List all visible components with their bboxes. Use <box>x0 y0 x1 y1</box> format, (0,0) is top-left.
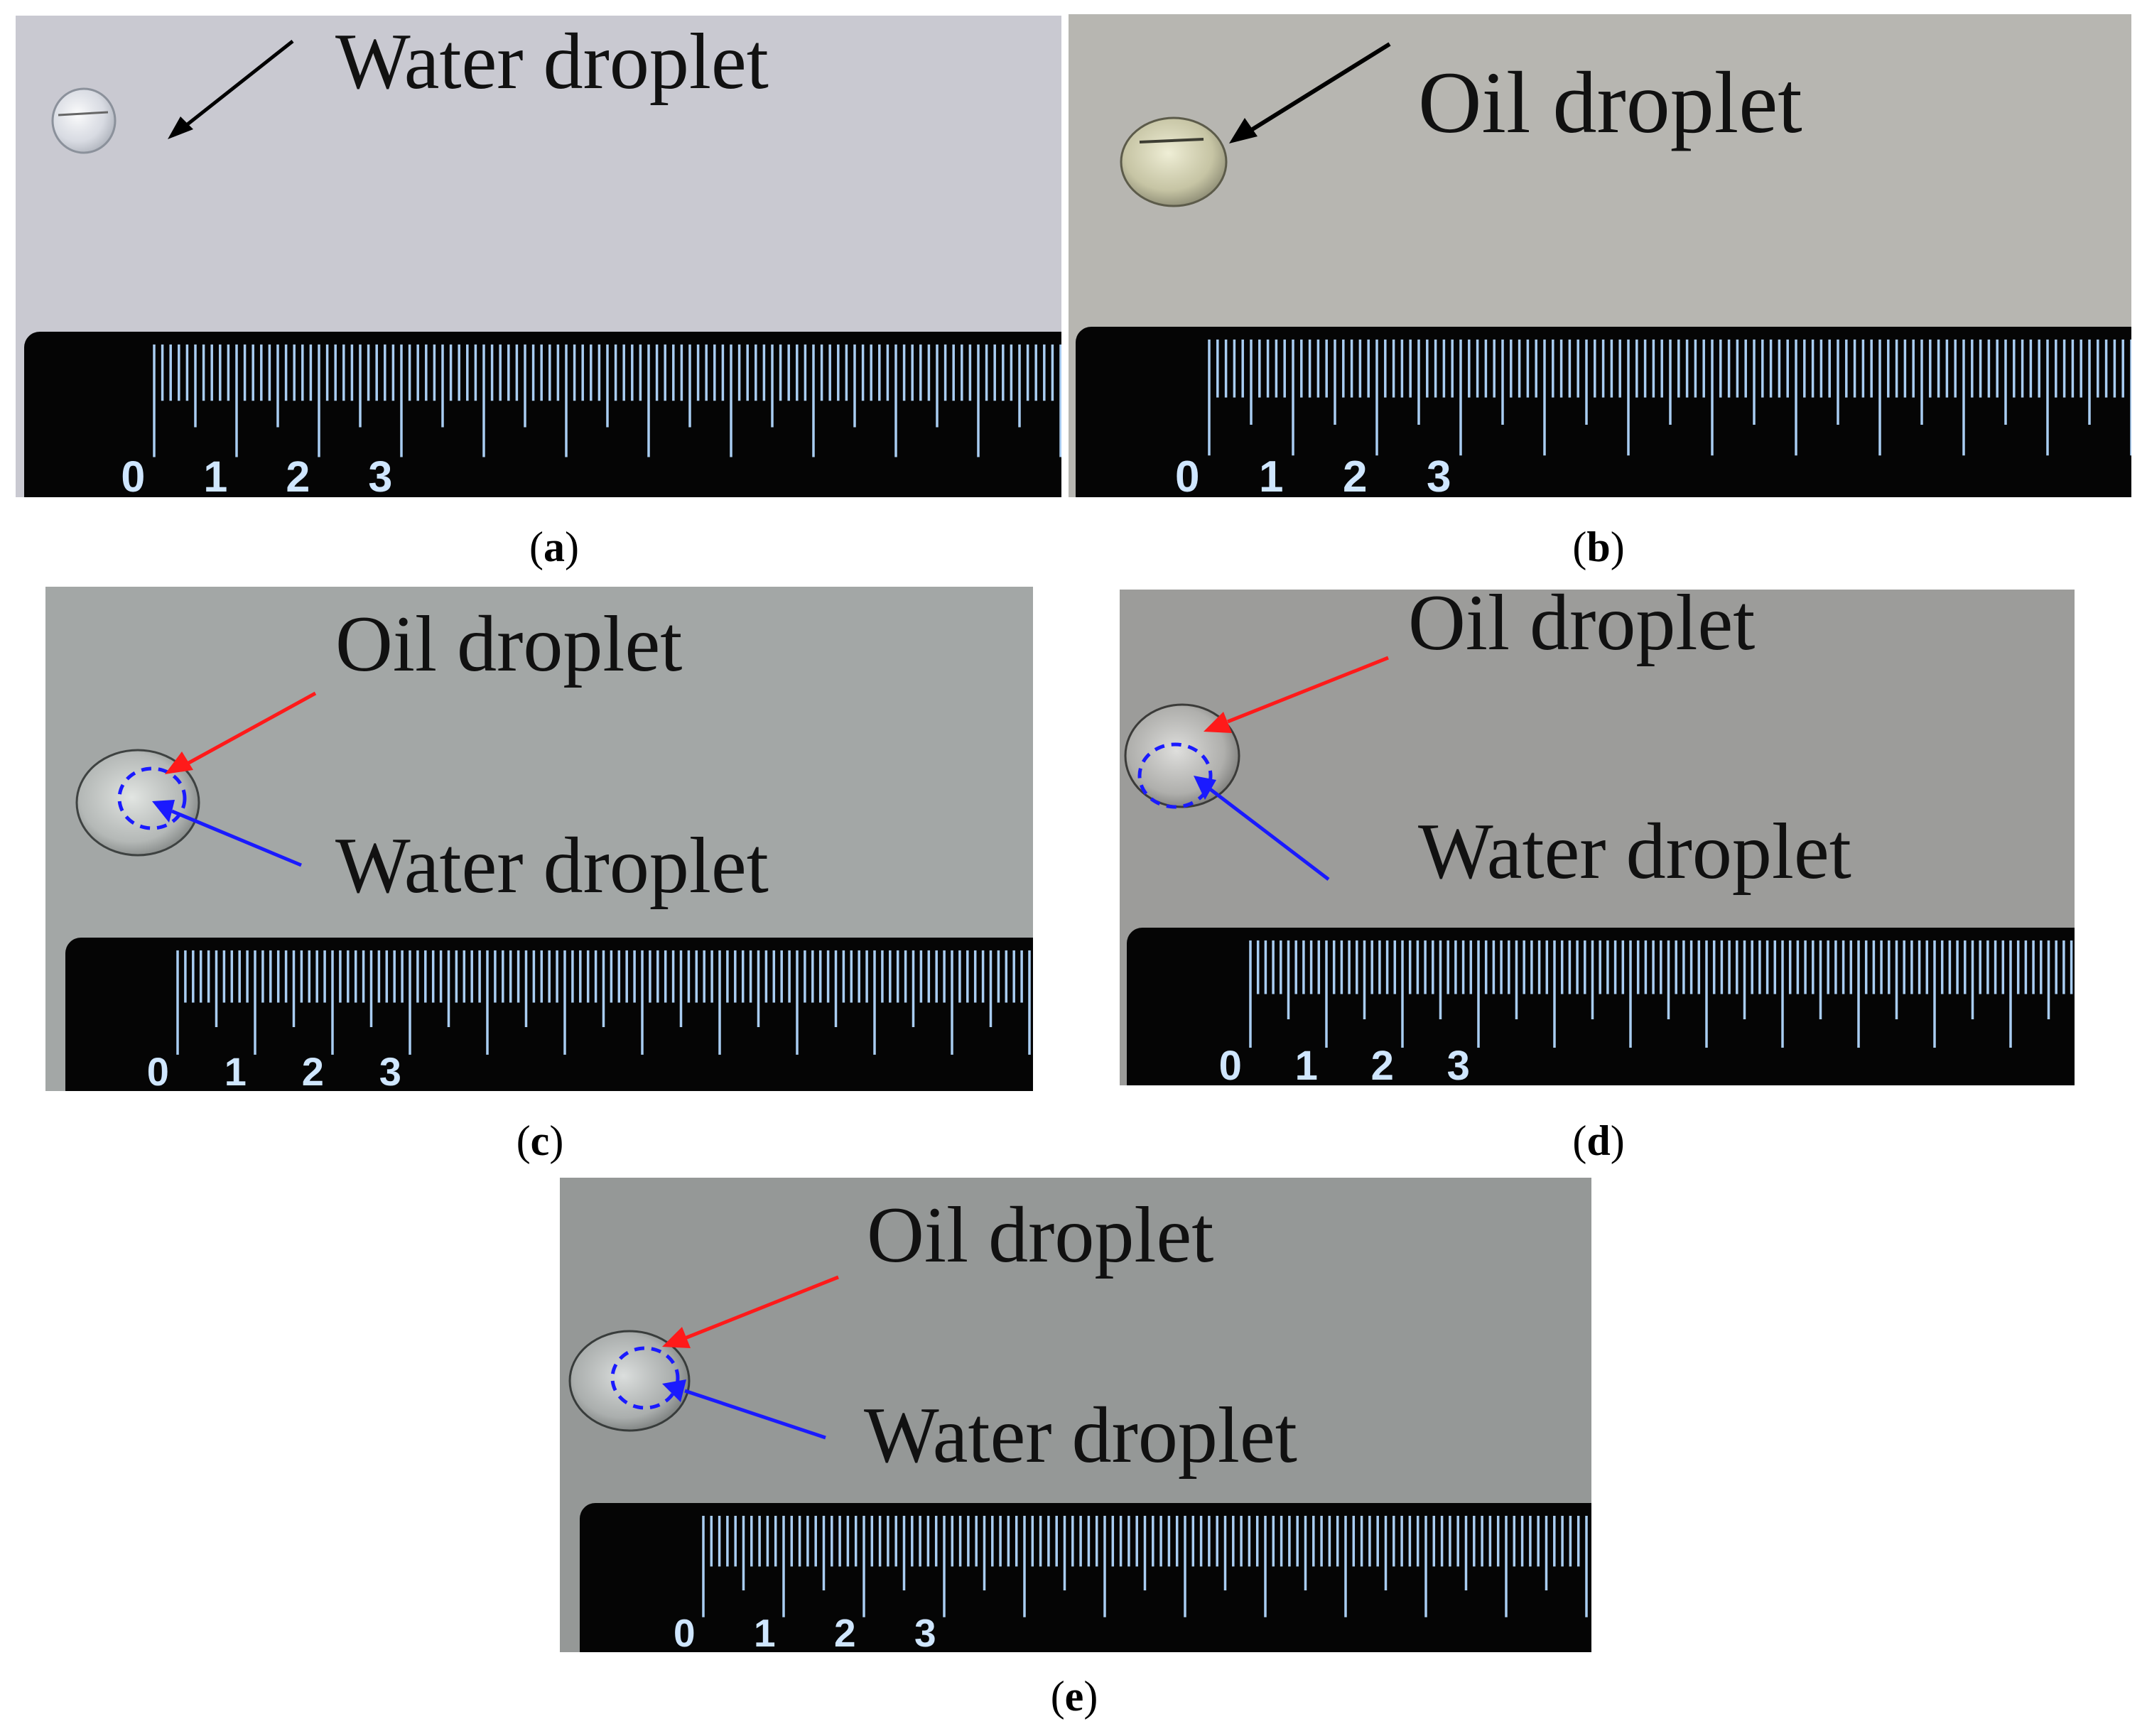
panel-d-photo: Oil droplet Water droplet 0 1 2 3 <box>1120 590 2075 1085</box>
water-arrow-line <box>684 1389 826 1440</box>
water-droplet-label: Water droplet <box>864 1391 1297 1480</box>
oil-arrow-line <box>1242 42 1391 137</box>
panel-b: Oil droplet 0 1 2 3 <box>1069 14 2131 497</box>
ruler-number: 0 <box>147 1049 169 1091</box>
panel-a-photo: Water droplet 0 1 2 3 <box>16 16 1061 497</box>
ruler-number: 3 <box>379 1049 401 1091</box>
oil-droplet-label: Oil droplet <box>1418 54 1802 151</box>
ruler-number: 0 <box>1175 452 1199 497</box>
caption-d: (d) <box>1572 1117 1625 1164</box>
ruler-body <box>1076 327 2131 497</box>
water-droplet-label: Water droplet <box>1418 808 1851 896</box>
ruler: 0 1 2 3 <box>1127 928 2075 1085</box>
ruler-number: 2 <box>302 1049 324 1091</box>
water-droplet-shape <box>51 87 117 154</box>
water-arrow-line <box>1208 787 1330 881</box>
oil-droplet-label: Oil droplet <box>867 1191 1213 1279</box>
ruler-number: 1 <box>1295 1043 1318 1085</box>
ruler-number: 2 <box>834 1611 856 1652</box>
ruler-number: 2 <box>286 452 310 497</box>
caption-a: (a) <box>529 523 579 570</box>
oil-arrow-line <box>1227 656 1389 724</box>
panel-a: Water droplet 0 1 2 3 <box>16 16 1061 497</box>
ruler-number: 2 <box>1371 1043 1394 1085</box>
water-droplet-outline <box>1137 742 1213 809</box>
water-arrow-head <box>662 1379 686 1402</box>
ruler-body <box>24 332 1061 497</box>
water-arrow-head <box>152 800 175 823</box>
oil-arrow-head <box>1229 118 1258 143</box>
ruler: 0 1 2 3 <box>1076 327 2131 497</box>
water-droplet-label: Water droplet <box>335 18 769 106</box>
ruler-number: 3 <box>1447 1043 1470 1085</box>
ruler-number: 0 <box>674 1611 696 1652</box>
ruler-number: 1 <box>225 1049 247 1091</box>
ruler-number: 1 <box>1259 452 1283 497</box>
oil-droplet-label: Oil droplet <box>1408 590 1755 667</box>
compound-droplet-shape <box>75 749 200 857</box>
oil-arrow-head <box>662 1327 691 1348</box>
ruler-number: 3 <box>1427 452 1451 497</box>
panel-e: Oil droplet Water droplet 0 1 2 3 <box>560 1178 1591 1652</box>
water-arrow-head <box>1194 776 1216 800</box>
ruler: 0 1 2 3 <box>580 1503 1591 1652</box>
panel-c: Oil droplet Water droplet 0 1 2 3 <box>45 587 1033 1091</box>
ruler-body <box>580 1503 1591 1652</box>
water-droplet-outline <box>610 1346 680 1410</box>
oil-arrow-head <box>1204 712 1232 733</box>
oil-arrow-head <box>165 752 193 774</box>
ruler-number: 3 <box>368 452 392 497</box>
water-arrow-line <box>171 809 302 867</box>
ruler-number: 3 <box>914 1611 936 1652</box>
water-droplet-outline <box>117 766 187 830</box>
ruler-number: 1 <box>754 1611 776 1652</box>
caption-c: (c) <box>516 1117 564 1164</box>
caption-b: (b) <box>1572 523 1625 570</box>
ruler-number: 0 <box>121 452 145 497</box>
panel-b-photo: Oil droplet 0 1 2 3 <box>1069 14 2131 497</box>
ruler-number: 2 <box>1343 452 1367 497</box>
caption-e: (e) <box>1050 1673 1098 1720</box>
ruler: 0 1 2 3 <box>24 332 1061 497</box>
oil-droplet-label: Oil droplet <box>335 600 682 688</box>
oil-arrow-line <box>185 691 317 766</box>
oil-arrow-line <box>684 1275 839 1340</box>
ruler-body <box>65 938 1033 1091</box>
ruler-number: 1 <box>203 452 227 497</box>
water-arrow-head <box>168 116 193 139</box>
water-droplet-label: Water droplet <box>335 822 769 910</box>
panel-c-photo: Oil droplet Water droplet 0 1 2 3 <box>45 587 1033 1091</box>
ruler: 0 1 2 3 <box>65 938 1033 1091</box>
ruler-number: 0 <box>1219 1043 1242 1085</box>
panel-e-photo: Oil droplet Water droplet 0 1 2 3 <box>560 1178 1591 1652</box>
oil-droplet-shape <box>1120 116 1228 207</box>
water-arrow-line <box>176 40 294 134</box>
panel-d: Oil droplet Water droplet 0 1 2 3 <box>1120 590 2075 1085</box>
